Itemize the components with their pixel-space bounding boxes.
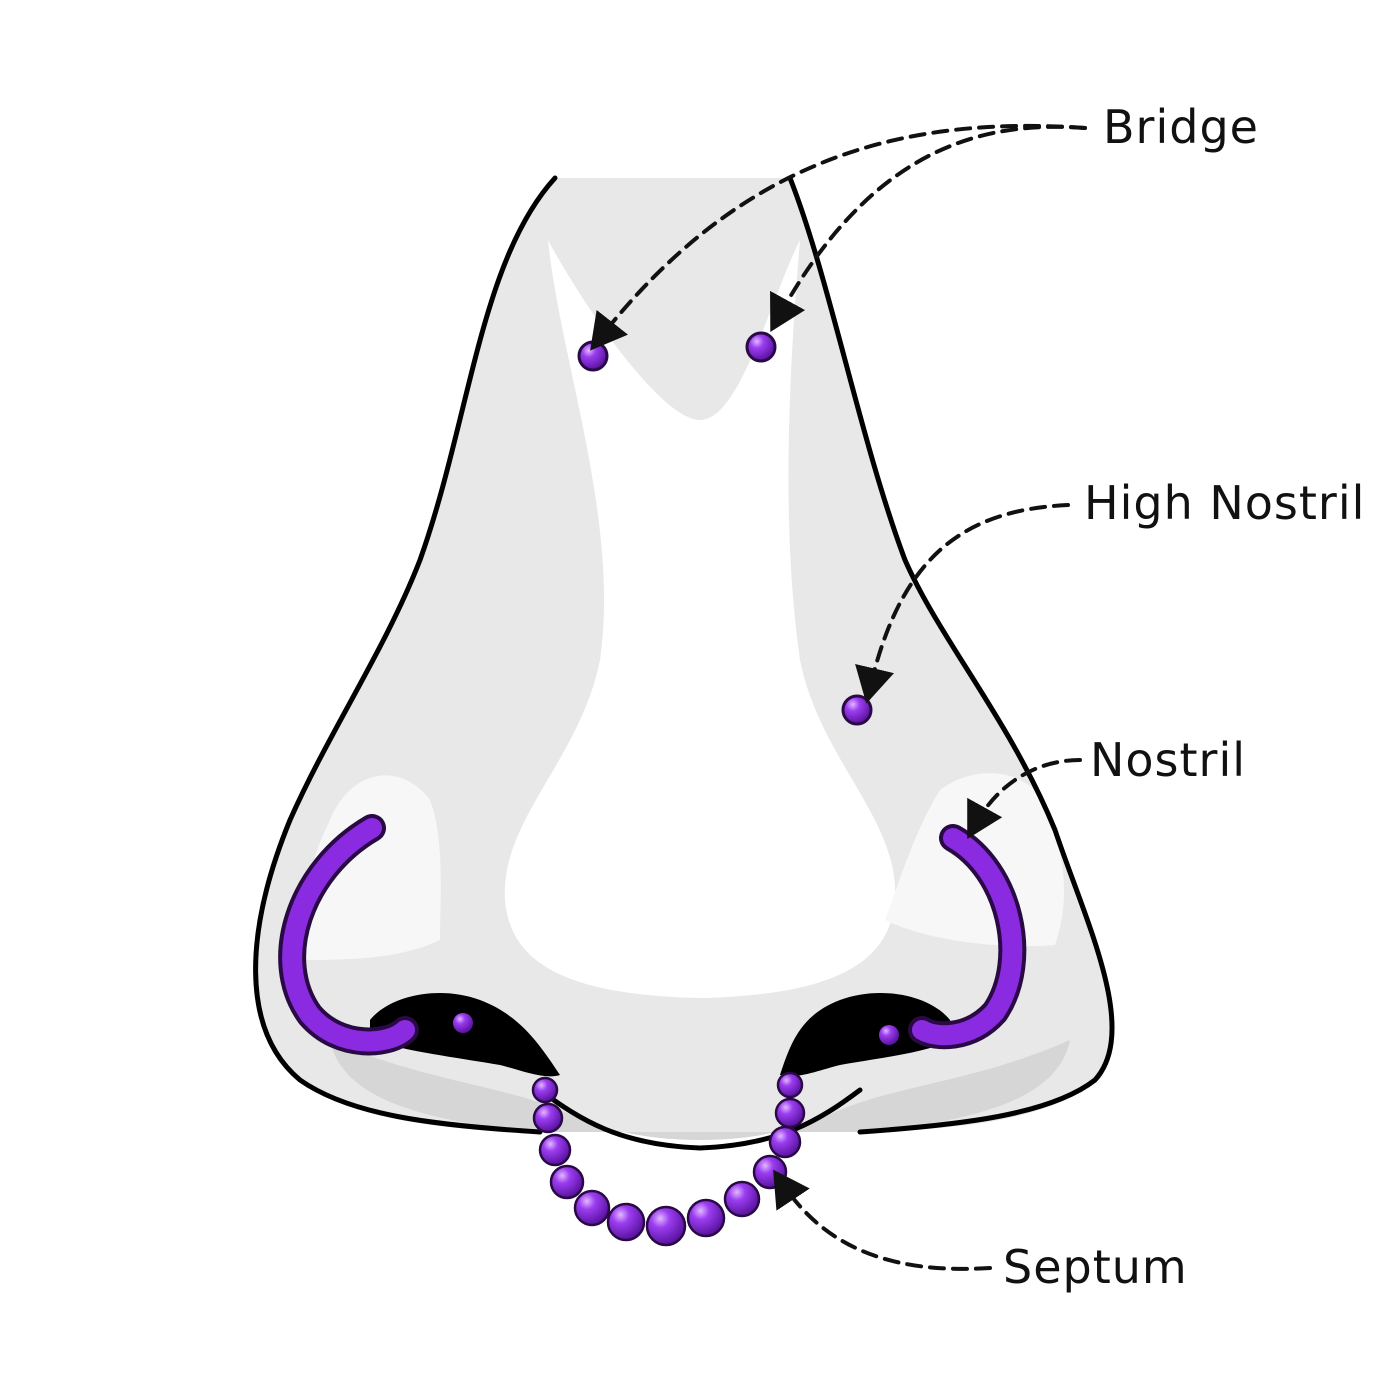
high-nostril-stud	[843, 696, 871, 724]
bridge-stud-right	[747, 333, 775, 361]
septum-bead	[776, 1099, 804, 1127]
septum-bead	[608, 1204, 644, 1240]
septum-bead	[725, 1182, 759, 1216]
label-bridge: Bridge	[1103, 100, 1259, 154]
label-high-nostril: High Nostril	[1084, 476, 1365, 530]
septum-bead	[551, 1166, 583, 1198]
septum-bead	[647, 1207, 685, 1245]
septum-bead	[540, 1135, 570, 1165]
labels: Bridge High Nostril Nostril Septum	[1003, 100, 1365, 1294]
bridge-stud-left	[579, 342, 607, 370]
nose-illustration	[256, 178, 1112, 1148]
label-septum: Septum	[1003, 1240, 1188, 1294]
label-nostril: Nostril	[1090, 733, 1246, 787]
septum-bead	[534, 1104, 562, 1132]
septum-bead	[770, 1127, 800, 1157]
septum-bead	[575, 1191, 609, 1225]
septum-bead	[533, 1078, 557, 1102]
right-nostril-ring-bead	[879, 1025, 899, 1045]
septum-arrow	[782, 1183, 990, 1269]
septum-bead	[688, 1200, 724, 1236]
septum-bead	[778, 1073, 802, 1097]
left-nostril-ring-bead	[453, 1013, 473, 1033]
